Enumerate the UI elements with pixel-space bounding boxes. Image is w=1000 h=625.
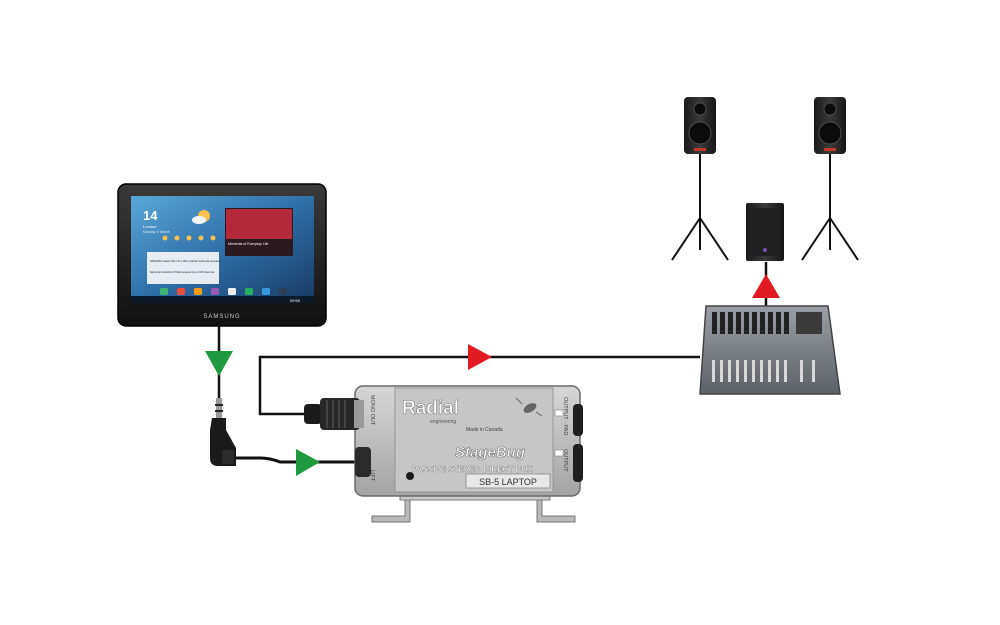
news-widget [147, 252, 219, 284]
box-description: PASSIVE STEREO DIRECT BOX [412, 465, 533, 474]
speaker-stand [801, 152, 859, 261]
output-jacks [554, 404, 583, 482]
media-title: Moments of Everyday Life [228, 242, 269, 246]
box-brand-sub: engineering [430, 419, 456, 425]
label-output-pad: OUTPUT - PAD [562, 397, 568, 435]
arrow-icon [752, 274, 780, 298]
left-speaker [671, 97, 729, 261]
tablet-status-bar [131, 296, 314, 303]
tablet-brand: SAMSUNG [203, 314, 240, 320]
label-mono-out: MONO OUT [369, 395, 375, 426]
speaker-stand [671, 152, 729, 261]
arrow-icon [205, 351, 233, 376]
signal-arrows [205, 274, 780, 476]
tablet-clock: 14 [143, 208, 158, 223]
arrow-icon [296, 449, 320, 476]
lift-switch [406, 472, 414, 480]
right-speaker [801, 97, 859, 261]
mixer-faders [712, 360, 815, 382]
weather-cloud-icon [192, 216, 206, 224]
box-brand: Radial [402, 398, 459, 419]
media-artwork [226, 209, 292, 239]
headphone-plug-icon [210, 398, 236, 466]
box-model-name: StageBug [455, 444, 525, 461]
bug-logo-icon [515, 397, 543, 417]
news-item-1: SAMSUNG Galaxy Tab 2 10.1 offers optimal… [150, 260, 222, 263]
weather-row [162, 235, 216, 241]
stereo-jack-icon [355, 447, 371, 477]
box-made-in: Made in Canada [466, 427, 503, 433]
tablet-city: London [143, 224, 156, 229]
mixer [699, 305, 841, 395]
app-dock [160, 288, 287, 295]
tablet: 14 London Monday, 4 March Moments of Eve… [117, 183, 327, 327]
label-lift: LIFT [369, 470, 375, 482]
box-model-code: SB-5 LAPTOP [479, 477, 537, 487]
arrow-icon [468, 344, 492, 370]
minijack-cable [230, 456, 355, 464]
xlr-connector-icon [304, 398, 364, 430]
label-output: OUTPUT [562, 449, 568, 472]
tablet-date: Monday, 4 March [143, 230, 170, 234]
mixer-knobs [712, 312, 822, 334]
direct-box: Radial engineering Made in Canada StageB… [354, 385, 583, 523]
subwoofer [746, 203, 784, 261]
box-model-plate [465, 473, 551, 489]
news-item-2: Samsung's Android 4.0 Tablet powered by … [150, 271, 215, 274]
tablet-status-time: 09:50 [290, 298, 301, 303]
